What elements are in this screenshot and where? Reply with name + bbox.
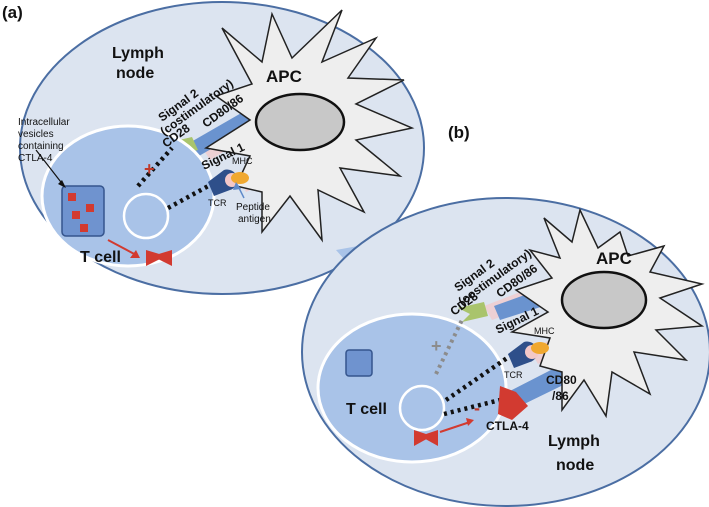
apc-nucleus-b bbox=[560, 270, 648, 330]
vesicle-callout-line bbox=[35, 149, 65, 187]
peptide-label-a-1: Peptide bbox=[236, 202, 270, 213]
ctla4-surface-b bbox=[414, 430, 432, 446]
t-cell-nucleus-a bbox=[122, 192, 170, 240]
lymph-node-label-a-2: node bbox=[116, 65, 154, 82]
signal1-dotted-line-b bbox=[444, 354, 512, 402]
t-cell-label-a: T cell bbox=[80, 249, 121, 266]
plus-sign-b: + bbox=[431, 336, 442, 356]
ctla4-transport-arrow-a bbox=[107, 239, 139, 257]
cd80-label-b-1: CD80 bbox=[546, 373, 577, 387]
panel-b-label: (b) bbox=[448, 123, 470, 142]
ctla4-vesicle-4 bbox=[80, 224, 88, 232]
mhc-a bbox=[231, 172, 249, 184]
vesicle-label-3: containing bbox=[18, 141, 64, 152]
mhc-b bbox=[531, 342, 549, 354]
ctla4-transport-arrowhead-a bbox=[130, 250, 140, 258]
ctla4-transport-arrowhead-b bbox=[466, 418, 474, 426]
t-cell-nucleus-b bbox=[398, 384, 446, 432]
apc-nucleus-a bbox=[254, 92, 346, 152]
tcr-label-b: TCR bbox=[504, 370, 523, 380]
ctla4-surface-a2 bbox=[152, 250, 172, 266]
lymph-node-label-b-1: Lymph bbox=[548, 433, 600, 450]
tcr-label-a: TCR bbox=[208, 198, 227, 208]
t-cell-label-b: T cell bbox=[346, 401, 387, 418]
peptide-label-a-2: antigen bbox=[238, 214, 271, 225]
vesicle-box-b bbox=[345, 349, 373, 377]
vesicle-callout-head bbox=[58, 180, 66, 188]
apc-label-b: APC bbox=[596, 249, 632, 268]
ctla4-vesicle-2 bbox=[86, 204, 94, 212]
signal1-dotted-line-a bbox=[166, 182, 214, 210]
cd28-b bbox=[458, 302, 488, 322]
mhc-label-b: MHC bbox=[534, 326, 555, 336]
panel-b: (b) APC Signal 2 (costimulatory) CD80/86… bbox=[301, 123, 709, 507]
ctla4-label-b: CTLA-4 bbox=[486, 419, 529, 433]
vesicle-label-2: vesicles bbox=[18, 129, 54, 140]
apc-label-a: APC bbox=[266, 67, 302, 86]
peptide-arrowhead-a bbox=[233, 182, 241, 190]
ctla4-vesicle-1 bbox=[68, 193, 76, 201]
ctla4-vesicle-3 bbox=[72, 211, 80, 219]
signal2-dotted-line-a bbox=[136, 146, 174, 188]
plus-sign-a: + bbox=[144, 159, 155, 179]
lymph-node-label-a-1: Lymph bbox=[112, 45, 164, 62]
cd80-86-a bbox=[184, 108, 258, 160]
minus-sign-b: - bbox=[474, 398, 480, 418]
panel-a: (a) Lymph node APC Signal 2 (costimulato… bbox=[2, 1, 425, 295]
signal2-dotted-line-b bbox=[434, 319, 464, 375]
ctla4-transport-arrow-b bbox=[439, 421, 471, 433]
vesicle-label-4: CTLA-4 bbox=[18, 153, 53, 164]
lymph-node-label-b-2: node bbox=[556, 457, 594, 474]
panel-a-label: (a) bbox=[2, 3, 23, 22]
ctla4-bound-b bbox=[498, 386, 528, 420]
vesicle-label-1: Intracellular bbox=[18, 117, 70, 128]
cd80-label-b-2: /86 bbox=[552, 389, 569, 403]
mhc-label-a: MHC bbox=[232, 156, 253, 166]
ctla4-dotted-line-b bbox=[443, 397, 501, 417]
ctla4-surface-b2 bbox=[420, 430, 438, 446]
